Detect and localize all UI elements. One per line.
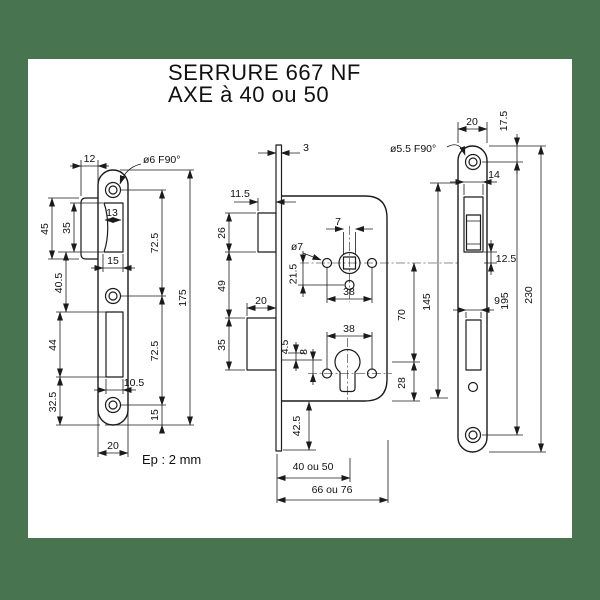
faceplate-latch-window [463,196,484,253]
faceplate-bolt-window [465,319,482,371]
dim-faceplate-hole-callout: ø5.5 F90° [390,143,436,155]
faceplate-dimensions [446,122,546,453]
dim-hole-callout: ø7 [291,241,303,253]
center-lines [300,226,458,402]
dim-strike-hole-callout: ø6 F90° [143,154,180,166]
dim-strike-latch-opening-height: 35 [61,222,73,234]
dim-screw-hole-span: 195 [499,292,511,310]
dim-cylinder-to-bottom: 28 [396,377,408,389]
dim-bolt-height: 35 [216,339,228,351]
dim-latch-to-bolt: 49 [216,280,228,292]
dim-latch-projection: 11.5 [230,188,250,200]
dim-latch-opening-offset: 12.5 [496,253,517,265]
dim-strike-latch-to-bolt-gap: 40.5 [53,273,65,294]
dim-strike-total-height: 175 [177,289,189,307]
drawing-title: SERRURE 667 NF AXE à 40 ou 50 [168,60,361,107]
dim-faceplate-overhang: 42.5 [291,416,303,437]
dim-upper-hole-spacing: 38 [343,286,355,298]
dim-top-to-hole: 17.5 [498,111,510,132]
dim-strike-plate-width: 20 [107,440,119,452]
dim-strike-lip-height: 45 [39,223,51,235]
lock-body-dimensions [225,150,458,503]
strike-plate-view: 12 ø6 F90° 45 35 40.5 44 32.5 13 15 10.5… [39,153,201,467]
dim-hole-to-cylinder-span: 145 [421,293,433,311]
lock-faceplate-edge [275,144,283,452]
dim-strike-lip-width: 12 [84,153,96,165]
dead-bolt [246,317,277,371]
lock-body-view: 3 11.5 26 49 35 20 7 ø7 21.5 38 38 4.5 8… [216,142,458,503]
dim-backset: 40 ou 50 [293,461,334,473]
dim-bolt-opening-width: 9 [494,295,500,307]
strike-screw-holes [104,181,122,414]
dim-lower-hole-spacing: 38 [343,323,355,335]
strike-bolt-opening [105,311,124,378]
faceplate-view: 20 17.5 ø5.5 F90° 14 12.5 9 195 230 [390,111,546,453]
dim-strike-bottom-hole-margin: 15 [149,409,161,421]
latch-bolt [257,212,277,253]
dim-case-depth: 66 ou 76 [312,484,353,496]
dim-faceplate-width: 20 [466,116,478,128]
faceplate-small-hole [467,381,479,393]
dim-strike-latch-top-width: 13 [106,207,118,219]
dim-faceplate-thickness: 3 [303,142,309,154]
dim-cylinder-offset: 4.5 [279,340,291,355]
strike-plate-dimensions [48,160,194,457]
dim-latch-opening-width: 14 [488,169,500,181]
strike-plate-lip [80,197,98,260]
dim-latch-height: 26 [216,227,228,239]
dim-spindle-to-cylinder: 70 [396,309,408,321]
dim-spindle-to-hole: 21.5 [288,264,300,285]
faceplate-screw-holes [464,153,482,444]
dim-cylinder-hole-offset: 8 [298,349,310,355]
title-line-2: AXE à 40 ou 50 [168,82,329,107]
dim-strike-bottom-margin: 32.5 [47,392,59,413]
dim-strike-bolt-opening-height: 44 [47,339,59,351]
dim-bolt-projection: 20 [255,295,267,307]
dim-strike-upper-hole-span: 72.5 [149,233,161,254]
dim-faceplate-total-height: 230 [523,286,535,304]
strike-latch-opening [103,202,124,253]
dim-strike-lower-hole-span: 72.5 [149,341,161,362]
dim-strike-thickness: Ep : 2 mm [142,452,201,467]
dim-strike-latch-bottom-width: 15 [107,255,119,267]
title-line-1: SERRURE 667 NF [168,60,361,85]
dim-strike-bolt-opening-width: 10.5 [124,377,145,389]
dim-spindle-square: 7 [335,216,341,228]
